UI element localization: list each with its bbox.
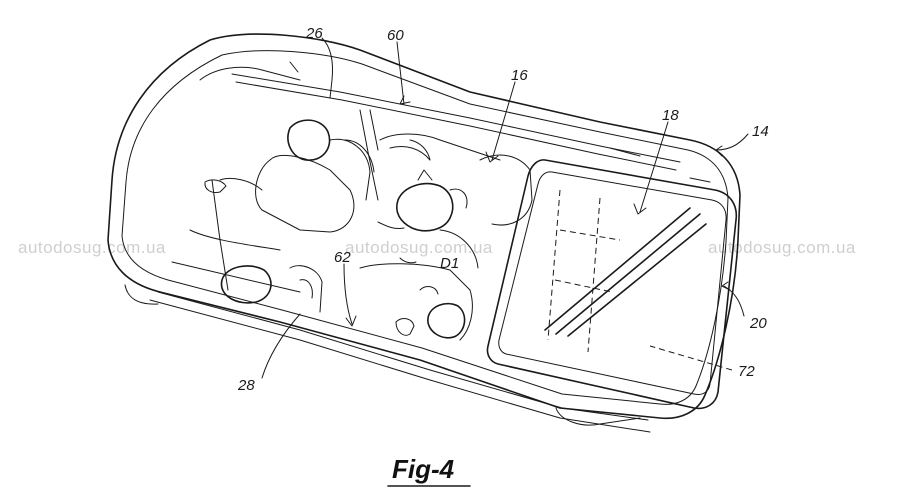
display-panel <box>486 159 738 410</box>
watermark-right: autodosug.com.ua <box>708 238 856 257</box>
occupant-center <box>359 229 479 341</box>
label-d1: D1 <box>440 255 459 272</box>
label-20: 20 <box>749 315 767 332</box>
reference-labels: 26 60 16 18 14 62 D1 20 72 28 <box>237 25 769 394</box>
dog <box>377 169 468 264</box>
label-26: 26 <box>305 25 323 42</box>
label-62: 62 <box>334 249 351 266</box>
label-14: 14 <box>752 123 769 140</box>
occupant-front-left <box>204 119 375 233</box>
watermark-center: autodosug.com.ua <box>345 238 493 257</box>
leader-lines <box>261 37 749 379</box>
figure-caption: Fig-4 <box>392 454 455 484</box>
label-72: 72 <box>738 363 755 380</box>
occupant-rear-left <box>220 265 323 313</box>
vehicle-body <box>107 33 741 433</box>
label-28: 28 <box>237 377 255 394</box>
label-60: 60 <box>387 27 404 44</box>
label-18: 18 <box>662 107 679 124</box>
watermark-left: autodosug.com.ua <box>18 238 166 257</box>
label-16: 16 <box>511 67 528 84</box>
seat-right <box>389 139 533 226</box>
